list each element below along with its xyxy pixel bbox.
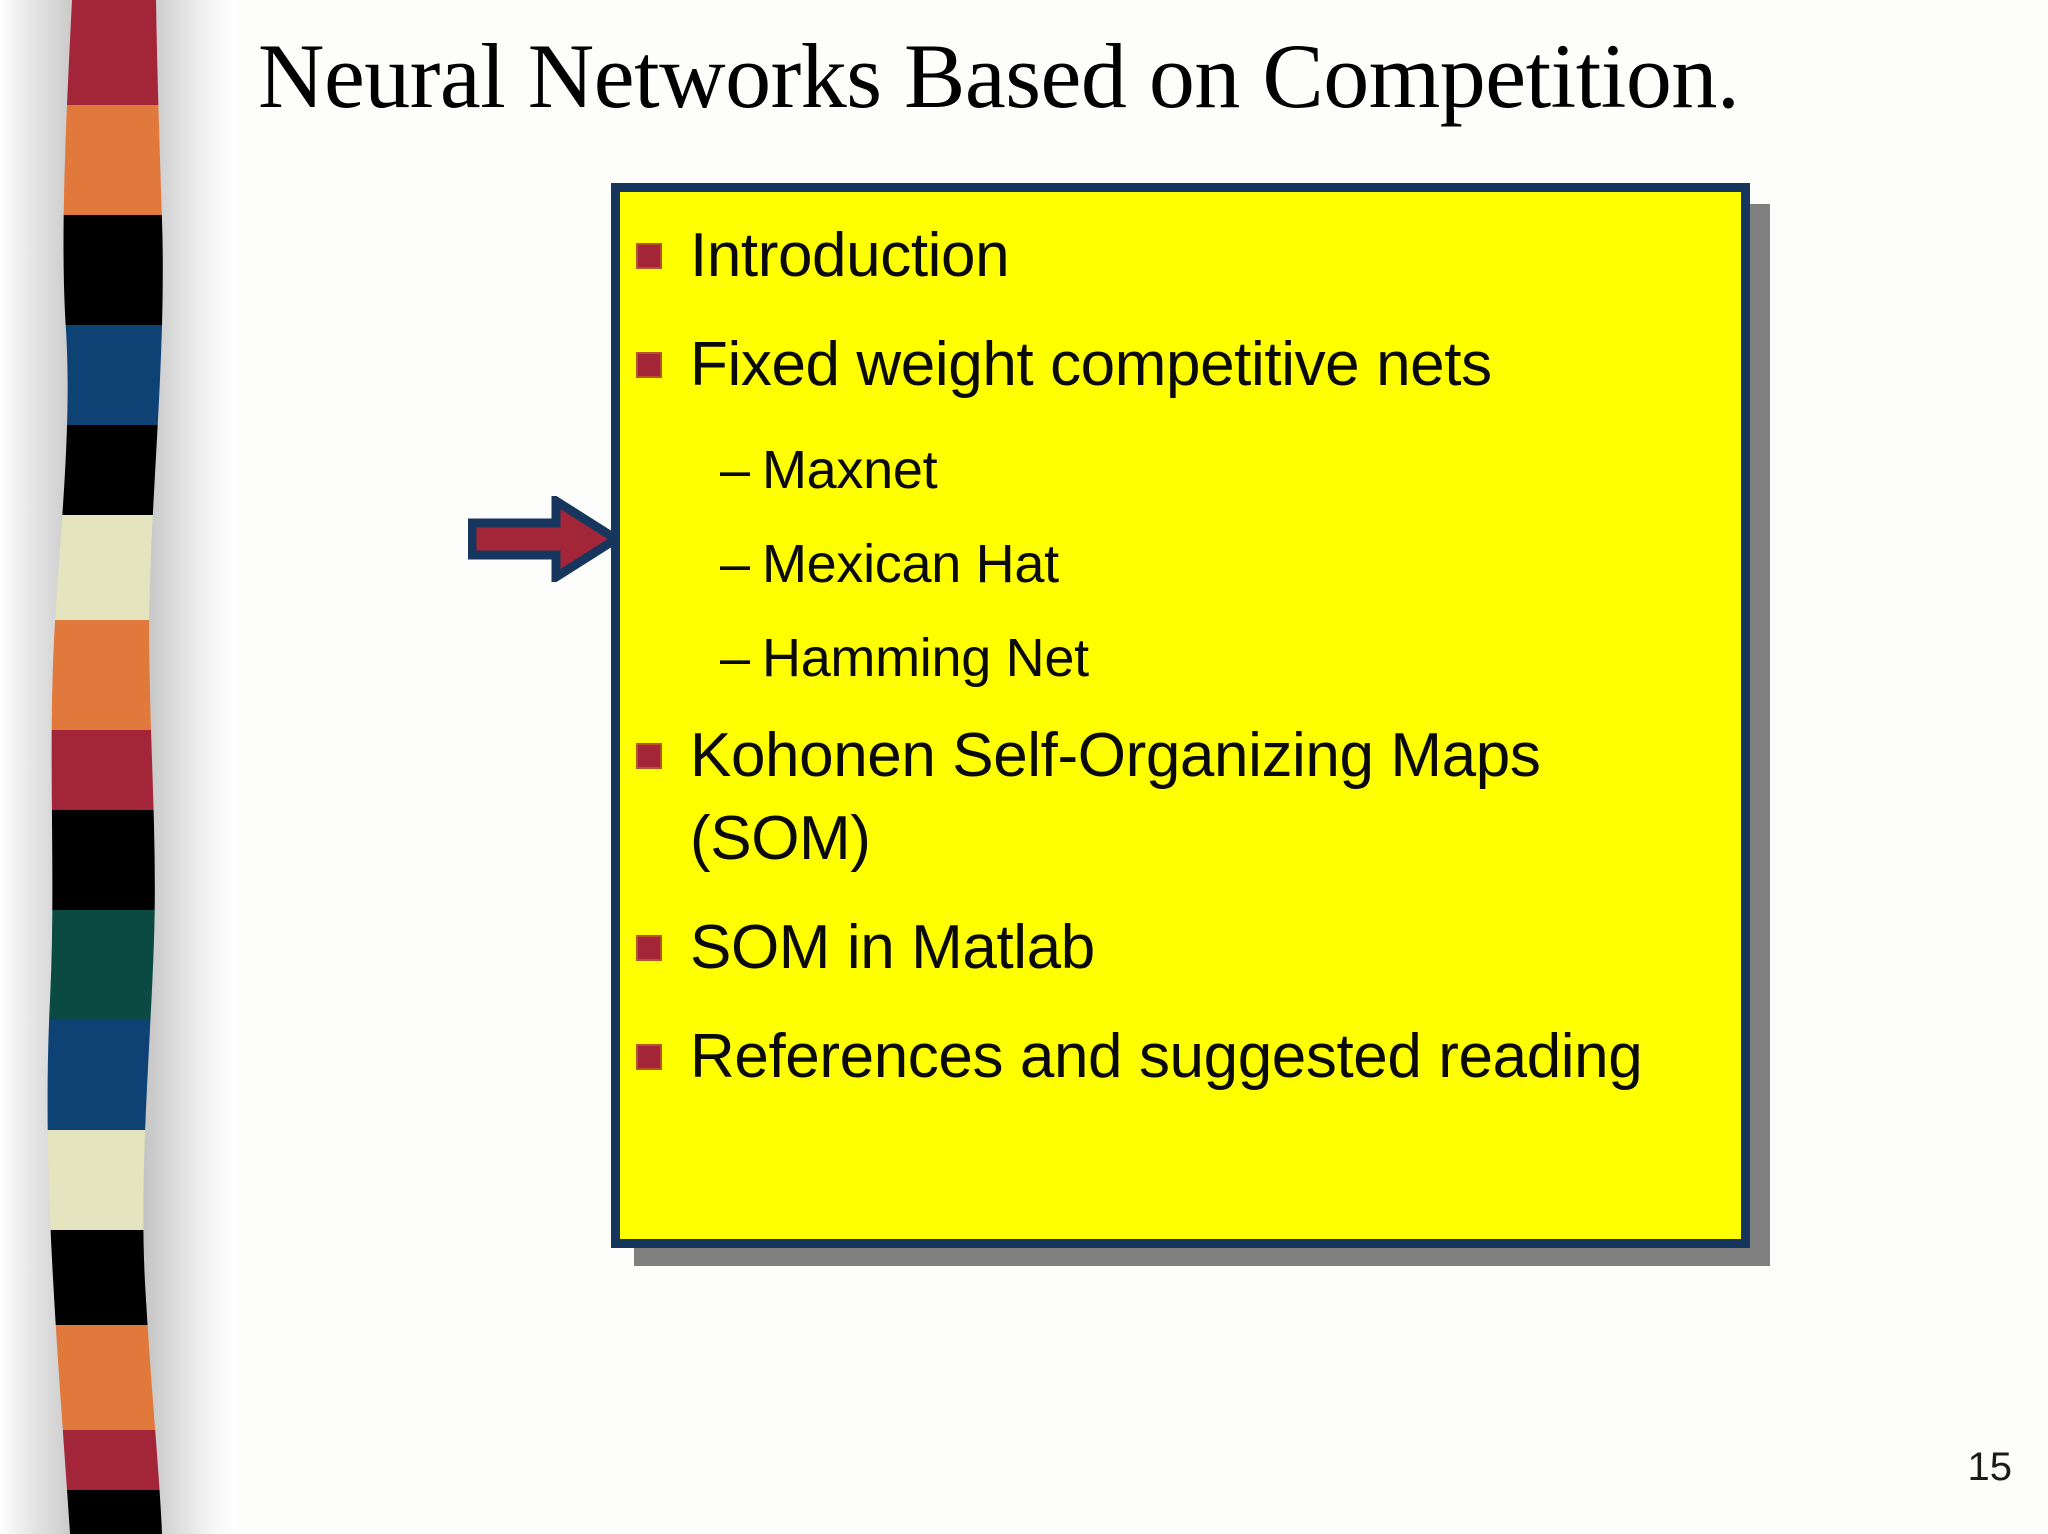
square-bullet-icon [636,1044,662,1070]
page-number: 15 [1967,1445,2013,1489]
pointer-arrow-icon [468,496,620,582]
outline-content-box: Introduction Fixed weight competitive ne… [611,183,1750,1248]
square-bullet-icon [636,935,662,961]
striped-ribbon-graphic [0,0,236,1534]
slide-title: Neural Networks Based on Competition. [258,25,1740,127]
outline-list: Introduction Fixed weight competitive ne… [620,214,1741,1124]
list-item-label: Mexican Hat [762,534,1059,594]
ribbon-bands [47,0,163,1534]
dash-bullet-icon: – [720,534,751,594]
list-item[interactable]: Introduction [636,214,1717,297]
list-item-label: References and suggested reading [690,1022,1643,1091]
list-item-label: Introduction [690,221,1010,290]
list-item-label: Maxnet [762,440,938,500]
list-item[interactable]: References and suggested reading [636,1015,1717,1098]
list-item[interactable]: – Maxnet [636,432,1717,508]
square-bullet-icon [636,743,662,769]
dash-bullet-icon: – [720,628,751,688]
dash-bullet-icon: – [720,440,751,500]
list-item-label: SOM in Matlab [690,913,1095,982]
list-item[interactable]: – Hamming Net [636,620,1717,696]
list-item-label: Fixed weight competitive nets [690,330,1492,399]
list-item[interactable]: Fixed weight competitive nets [636,323,1717,406]
slide-left-decoration [0,0,236,1534]
list-item-label: Hamming Net [762,628,1089,688]
list-item[interactable]: Kohonen Self-Organizing Maps (SOM) [636,714,1717,880]
list-item[interactable]: – Mexican Hat [636,526,1717,602]
square-bullet-icon [636,352,662,378]
square-bullet-icon [636,243,662,269]
list-item[interactable]: SOM in Matlab [636,906,1717,989]
list-item-label: Kohonen Self-Organizing Maps (SOM) [690,721,1541,873]
